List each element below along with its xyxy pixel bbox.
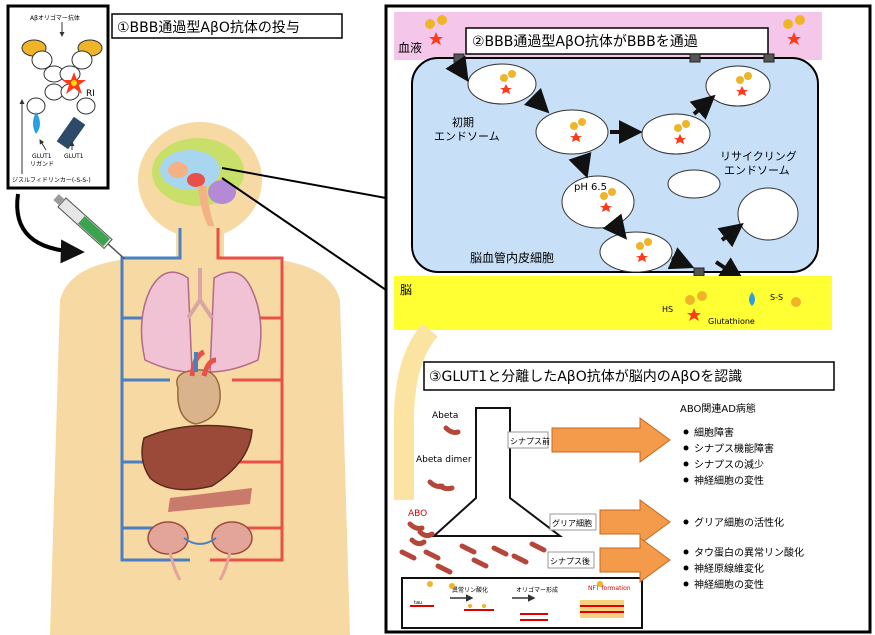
- released-antibody-icon: [685, 291, 707, 321]
- tau-process-strip: tau 異常リン酸化 オリゴマー形成 NFT formation: [410, 581, 631, 621]
- presynaptic-effect-item: 細胞障害: [694, 426, 734, 439]
- step3-title: ③GLUT1と分離したAβO抗体が脳内のAβOを認識: [429, 368, 742, 385]
- syringe-icon: [53, 194, 125, 260]
- step2-title-box: [465, 27, 769, 55]
- vesicle-recycling-small: [667, 169, 721, 199]
- step1-antibody-box: Aβオリゴマー抗体 RI GLUT1 リガンド GLUT1 ジスルフィドリンカー…: [6, 4, 110, 190]
- ss-label: S-S: [770, 293, 783, 302]
- glut1-label: GLUT1: [64, 153, 84, 160]
- postsynaptic-effect-item: 神経細胞の変性: [694, 578, 764, 591]
- glut1-ligand-label-line1: GLUT1: [32, 153, 52, 160]
- blood-label: 血液: [398, 40, 422, 55]
- postsynaptic-effect-item: 神経原線維変化: [694, 562, 764, 575]
- postsynaptic-effect-list: タウ蛋白の異常リン酸化 神経原線維変化 神経細胞の変性: [683, 546, 804, 591]
- glutathione-label: Glutathione: [708, 317, 755, 326]
- glut1-icon: [56, 116, 86, 150]
- arrow-glial: [599, 499, 671, 545]
- linker-label: ジスルフィドリンカー(-S-S-): [12, 177, 91, 184]
- abeta-dimer-label: Abeta dimer: [416, 455, 472, 465]
- zoom-line-top: [221, 167, 387, 199]
- vesicle-1: [467, 63, 537, 105]
- presynaptic-effect-item: 神経細胞の変性: [694, 474, 764, 487]
- antibody-icon: [21, 39, 103, 115]
- presynaptic-effect-item: シナプス機能障害: [694, 442, 774, 455]
- heart: [176, 349, 221, 425]
- recycling-endosome-line2: エンドソーム: [724, 164, 790, 177]
- ph-label: pH 6.5: [574, 182, 607, 193]
- vesicle-7: [705, 65, 771, 107]
- presynaptic-label: シナプス前: [510, 436, 550, 446]
- lungs: [140, 268, 262, 373]
- glial-label: グリア細胞: [552, 518, 592, 528]
- tau-label: tau: [414, 600, 422, 606]
- endothelial-label: 脳血管内皮細胞: [470, 250, 554, 265]
- recycling-endosome-line1: リサイクリング: [720, 149, 797, 163]
- brain-band: [394, 276, 832, 330]
- zoom-line-bottom: [221, 177, 387, 291]
- kidneys: [147, 521, 253, 581]
- abeta-label: Abeta: [432, 411, 458, 421]
- abo-label: ABO: [408, 509, 427, 519]
- oligomer-label: オリゴマー形成: [516, 586, 558, 594]
- step1-title: ①BBB通過型AβO抗体の投与: [117, 20, 300, 36]
- intestine: [168, 488, 252, 512]
- arrow-postsynaptic: [599, 537, 671, 583]
- postsynaptic-effect-item: タウ蛋白の異常リン酸化: [694, 546, 804, 559]
- presynaptic-effect-item: シナプスの減少: [694, 458, 764, 471]
- abeta-peptide-icons: [399, 425, 547, 575]
- pathology-heading: ABO関連AD病態: [680, 402, 756, 415]
- nft-label: NFT formation: [588, 585, 631, 592]
- step1-title-box: [111, 13, 343, 39]
- brain-label: 脳: [400, 283, 412, 297]
- vesicle-4: [599, 231, 673, 273]
- presynaptic-box: [507, 431, 549, 449]
- early-endosome-line2: エンドソーム: [434, 130, 500, 143]
- human-body-illustration: [15, 122, 387, 635]
- liver: [141, 424, 253, 491]
- antibody-glyphs: [425, 15, 805, 262]
- early-endosome-line1: 初期: [452, 115, 474, 129]
- transport-arrows: [445, 55, 744, 281]
- glut1-ligand-detached-icon: [749, 292, 801, 307]
- glial-effect-item: グリア細胞の活性化: [694, 516, 784, 529]
- vesicle-6: [641, 113, 711, 155]
- postsynaptic-label: シナプス後: [550, 556, 590, 566]
- injection-arrow: [15, 193, 85, 264]
- step2-title: ②BBB通過型AβO抗体がBBBを通過: [472, 34, 698, 50]
- antibody-label: Aβオリゴマー抗体: [30, 14, 80, 22]
- glial-box: [549, 513, 597, 531]
- endosome-vesicles: [467, 63, 799, 273]
- vesicle-early: [535, 109, 609, 155]
- delivery-path: [394, 323, 438, 500]
- presynaptic-effect-list: 細胞障害 シナプス機能障害 シナプスの減少 神経細胞の変性: [683, 426, 774, 487]
- glut1-ligand-label-line2: リガンド: [30, 160, 54, 168]
- phospho-label: 異常リン酸化: [452, 586, 488, 594]
- glial-effect-list: グリア細胞の活性化: [683, 516, 784, 529]
- postsynaptic-box: [547, 551, 595, 569]
- ri-label: RI: [86, 89, 95, 99]
- glut1-ligand-icon: [33, 112, 40, 134]
- arrow-presynaptic: [551, 417, 671, 463]
- vesicle-recycling-large: [737, 187, 799, 241]
- hs-label: HS: [662, 305, 673, 314]
- step3-title-box: [423, 361, 835, 391]
- endothelial-cell: [411, 57, 819, 273]
- effect-arrows: [551, 417, 671, 583]
- brain: [152, 138, 244, 226]
